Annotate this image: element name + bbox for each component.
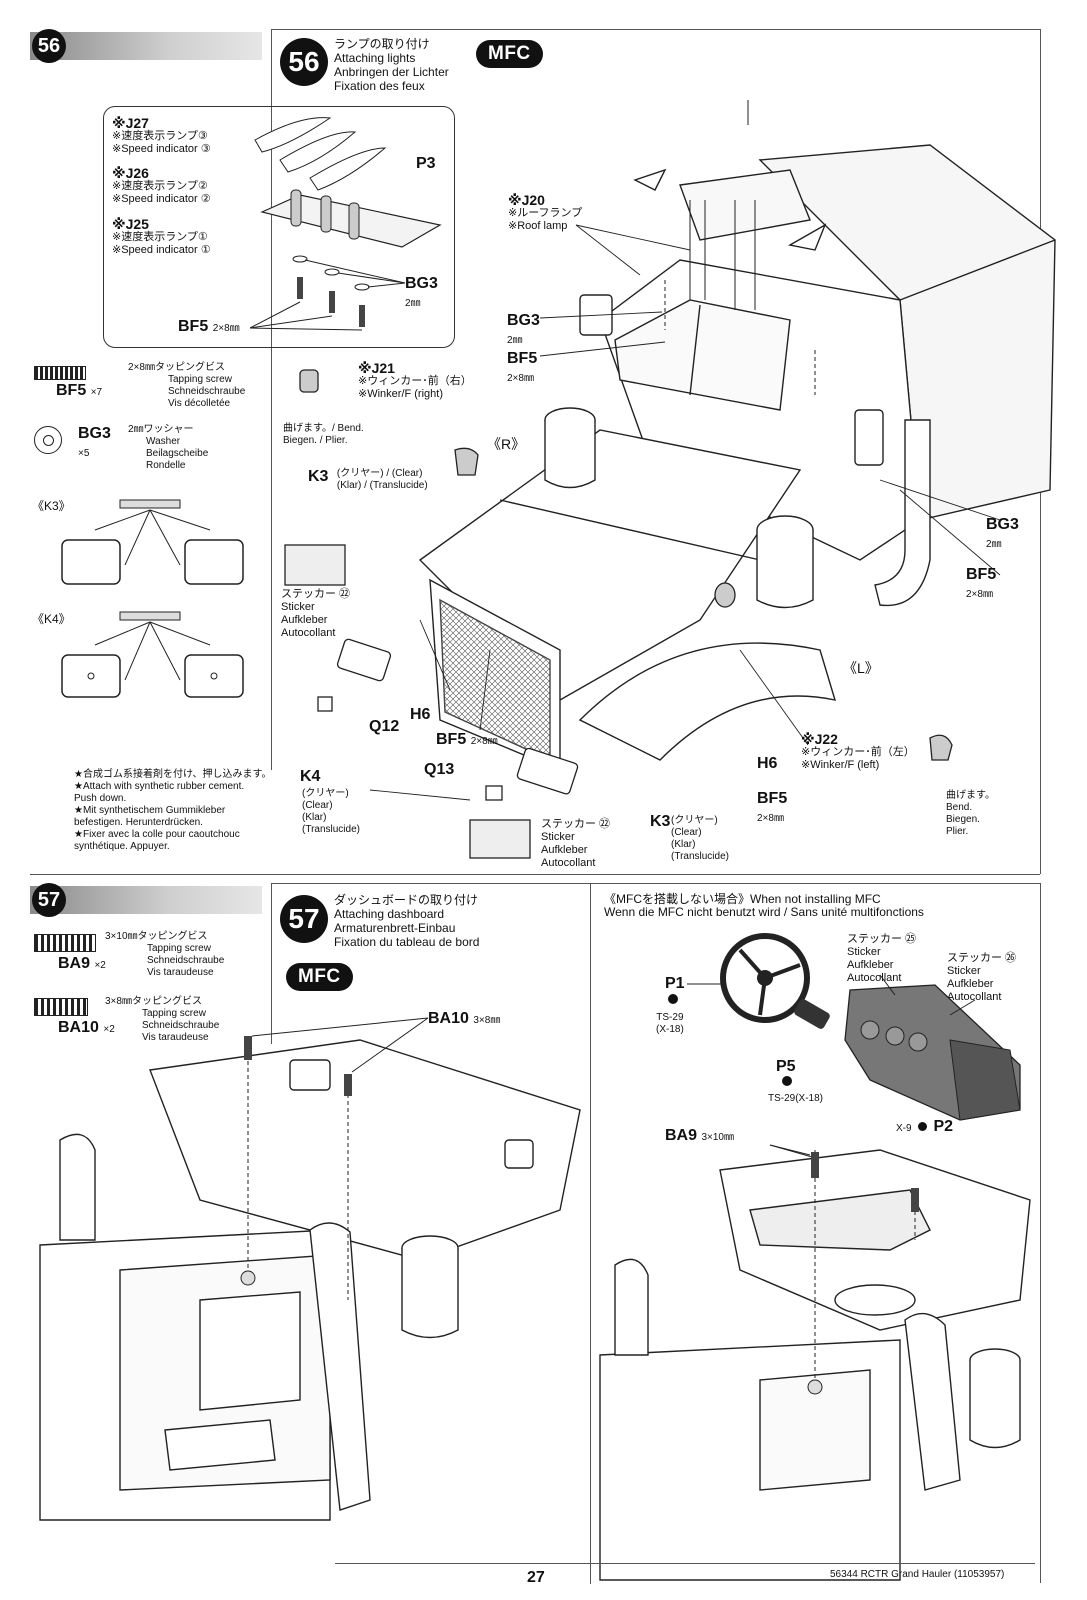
p3-label: P3 [416,155,436,172]
no-mfc-title: 《MFCを搭載しない場合》When not installing MFC Wen… [604,892,924,919]
bg3-part-desc: 2㎜ワッシャー Washer Beilagscheibe Rondelle [128,424,209,471]
k4-label: K4 [300,768,321,785]
bf5-inset-label: BF5 2×8㎜ [178,318,240,335]
step57-header-bar [30,886,262,914]
bf5-screw-icon [34,366,86,380]
p5-paint: TS-29(X-18) [768,1093,824,1104]
glue-note: ★合成ゴム系接着剤を付け、押し込みます。 ★Attach with synthe… [74,769,272,852]
step57-small-number: 57 [32,883,66,917]
h6-left-label: H6 [410,706,431,723]
ba9-part-code: BA9 ×2 [58,955,106,972]
j27-callout: ※J27 ※速度表示ランプ③ ※Speed indicator ③ [112,115,211,155]
sticker22-bottom-label: ステッカー ㉒ Sticker Aufkleber Autocollant [541,818,611,869]
p1-paint: TS-29 (X-18) [656,1012,684,1035]
step57-mfc-divider [590,884,591,1584]
sticker25-label: ステッカー ㉕ Sticker Aufkleber Autocollant [847,933,917,984]
p5-label: P5 [776,1058,796,1075]
step57-number: 57 [280,895,328,943]
bf5-grille-label: BF5 2×8㎜ [436,731,498,748]
k3-variant-label: 《K3》 [32,499,71,513]
j25-callout: ※J25 ※速度表示ランプ① ※Speed indicator ① [112,216,211,256]
step57-right-border [1040,883,1041,1583]
step56-title: ランプの取り付け Attaching lights Anbringen der … [334,37,449,93]
step56-number: 56 [280,38,328,86]
mfc-badge: MFC [476,40,543,68]
bg3-washer-icon [34,426,62,454]
mfc-badge-57: MFC [286,963,353,991]
q13-label: Q13 [424,761,455,778]
step56-bottom-border [30,874,1040,875]
ba10-part-desc: 3×8㎜タッピングビス Tapping screw Schneidschraub… [105,996,220,1043]
step57-top-border [271,883,1041,884]
ba10-screw-icon [34,998,88,1016]
ba10-part-code: BA10 ×2 [58,1019,115,1036]
bf5-part-code: BF5 ×7 [56,382,103,399]
j20-callout: ※J20 ※ルーフランプ ※Roof lamp [508,192,583,232]
j22-callout: ※J22 ※ウィンカー･前（左） ※Winker/F (left) [801,731,915,771]
k4-note: (クリヤー) (Clear) (Klar) (Translucide) [302,788,360,835]
k3-bottom-label: K3 [650,813,671,830]
ba9-part-desc: 3×10㎜タッピングビス Tapping screw Schneidschrau… [105,931,225,978]
bend-note-right: 曲げます。/ Bend. Biegen. / Plier. [283,423,364,446]
p1-label: P1 [665,975,685,992]
k4-variant-label: 《K4》 [32,612,71,626]
bg3-part-code: BG3×5 [78,425,111,459]
bend-note-left: 曲げます。 Bend. Biegen. Plier. [946,790,995,837]
step56-small-number: 56 [32,29,66,63]
step57-divider [271,884,272,1044]
light-assembly-inset [103,106,455,348]
j21-callout: ※J21 ※ウィンカー･前（右） ※Winker/F (right) [358,360,472,400]
step56-top-border [271,29,1041,30]
k3-bottom-note: (クリヤー) (Clear) (Klar) (Translucide) [671,815,729,862]
sticker26-label: ステッカー ㉖ Sticker Aufkleber Autocollant [947,952,1017,1003]
ba9-callout: BA9 3×10㎜ [665,1127,734,1144]
j26-callout: ※J26 ※速度表示ランプ② ※Speed indicator ② [112,165,211,205]
r-side-label: 《R》 [487,436,526,452]
ba10-callout: BA10 3×8㎜ [428,1010,501,1027]
k3-clear-label: K3 (クリヤー) / (Clear) (Klar) / (Translucid… [308,468,428,491]
h6-right-label: H6 [757,755,778,772]
footer-rule [335,1563,1035,1564]
page-number: 27 [527,1569,545,1586]
bf5-part-desc: 2×8㎜タッピングビス Tapping screw Schneidschraub… [128,362,246,409]
q12-label: Q12 [369,718,400,735]
step56-divider [271,30,272,770]
step57-title: ダッシュボードの取り付け Attaching dashboard Armatur… [334,893,480,949]
step56-header-bar [30,32,262,60]
l-side-label: 《L》 [843,660,879,676]
ba9-screw-icon [34,934,96,952]
product-code: 56344 RCTR Grand Hauler (11053957) [830,1569,1005,1580]
p2-callout: X-9 P2 [896,1118,954,1135]
sticker22-top-label: ステッカー ㉒ Sticker Aufkleber Autocollant [281,588,351,639]
